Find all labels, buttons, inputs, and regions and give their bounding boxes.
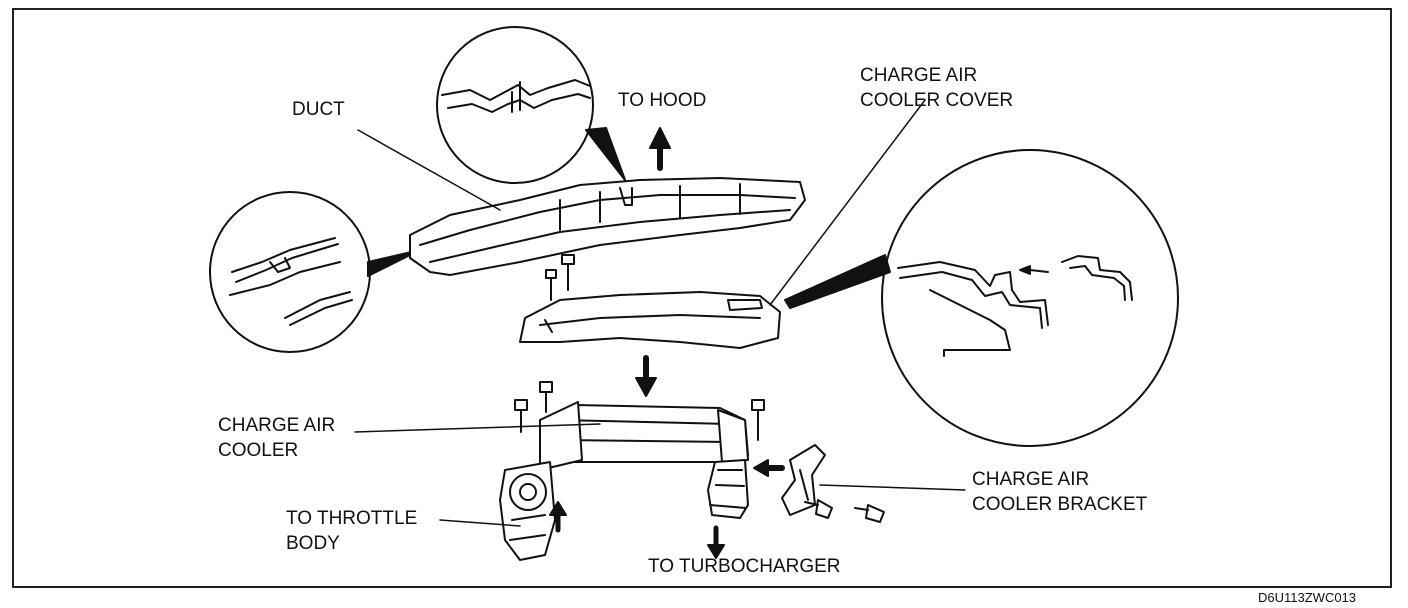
- label-duct: DUCT: [292, 99, 345, 120]
- throttle-hose-part: [499, 461, 556, 561]
- label-throttle-line1: TO THROTTLE: [286, 508, 418, 529]
- arrow-down-cover-head: [635, 377, 657, 397]
- label-throttle-line2: BODY: [286, 533, 340, 554]
- arrow-turbo-head: [707, 544, 725, 559]
- detail-circle-duct-side: [209, 191, 371, 353]
- leader-duct: [357, 129, 501, 211]
- label-to-turbocharger: TO TURBOCHARGER: [648, 556, 841, 577]
- label-bracket-line1: CHARGE AIR: [972, 469, 1090, 490]
- label-cover-line2: COOLER COVER: [860, 90, 1014, 111]
- figure-code: D6U113ZWC013: [1258, 590, 1357, 605]
- detail-circle-duct-clip: [436, 26, 594, 184]
- arrow-to-hood-head: [649, 127, 671, 149]
- arrow-throttle-head: [549, 501, 567, 516]
- detail-pointer-top: [585, 127, 626, 181]
- cover-bolts: [545, 254, 575, 301]
- label-cooler-line2: COOLER: [218, 440, 299, 461]
- detail-pointer-left: [367, 249, 421, 277]
- detail-pointer-right: [784, 254, 891, 309]
- cooler-bolts: [514, 381, 765, 441]
- duct-part: [409, 177, 806, 276]
- charge-air-cooler-part: [539, 401, 749, 471]
- leader-throttle: [439, 519, 521, 527]
- bracket-bolts: [804, 499, 885, 523]
- diagram-frame: [12, 8, 1392, 588]
- label-cover-line1: CHARGE AIR: [860, 65, 978, 86]
- leader-cover: [769, 99, 926, 306]
- arrow-bracket-head: [753, 459, 769, 477]
- label-bracket-line2: COOLER BRACKET: [972, 494, 1148, 515]
- turbo-hose-part: [707, 459, 749, 519]
- label-to-hood: TO HOOD: [618, 90, 707, 111]
- charge-air-cooler-cover-part: [519, 291, 781, 349]
- detail-circle-cover-clip: [881, 149, 1179, 447]
- leader-cooler: [354, 423, 601, 433]
- label-cooler-line1: CHARGE AIR: [218, 415, 336, 436]
- leader-bracket: [819, 484, 966, 491]
